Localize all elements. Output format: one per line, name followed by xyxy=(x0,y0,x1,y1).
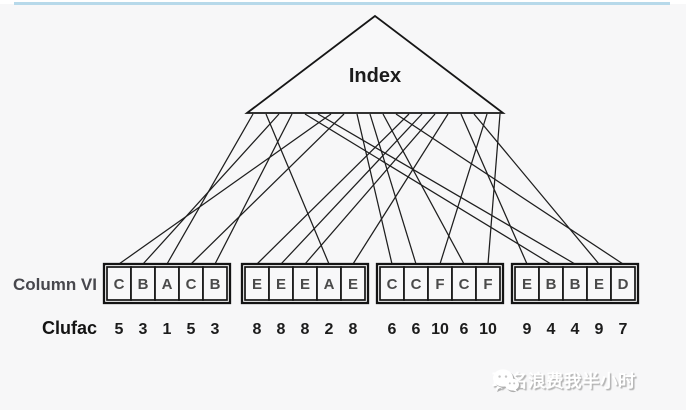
index-pointer-line xyxy=(395,113,624,265)
clufac-value: 8 xyxy=(253,321,262,338)
clufac-value: 10 xyxy=(479,321,497,338)
cell-letter: C xyxy=(387,276,398,293)
clufac-value: 3 xyxy=(211,321,220,338)
cell-letter: E xyxy=(252,276,262,293)
cell-letter: B xyxy=(138,276,149,293)
cell xyxy=(379,266,405,301)
clufac-value: 4 xyxy=(571,321,580,338)
watermark: 取名浪费我半小时 xyxy=(492,368,636,393)
index-pointer-line xyxy=(356,113,393,265)
index-pointer-line xyxy=(439,113,488,265)
cell-letter: E xyxy=(522,276,532,293)
clufac-value: 3 xyxy=(139,321,148,338)
index-pointer-line xyxy=(142,113,280,265)
cell-letter: E xyxy=(348,276,358,293)
index-pointer-line xyxy=(190,113,345,265)
cell xyxy=(178,266,204,301)
index-pointer-line xyxy=(118,113,332,265)
index-pointer-line xyxy=(473,113,600,265)
cell-letter: B xyxy=(570,276,581,293)
clufac-value: 6 xyxy=(460,321,469,338)
cell-letter: B xyxy=(210,276,221,293)
index-title: Index xyxy=(349,65,401,87)
cell-letter: C xyxy=(459,276,470,293)
cell xyxy=(610,266,636,301)
cell-letter: B xyxy=(546,276,557,293)
clufac-value: 4 xyxy=(547,321,556,338)
index-pointer-line xyxy=(280,113,423,265)
connection-lines xyxy=(118,113,624,265)
index-pointer-line xyxy=(382,113,465,265)
clufac-value: 10 xyxy=(431,321,449,338)
cell xyxy=(427,266,453,301)
top-accent-bar xyxy=(14,2,670,5)
index-pointer-line xyxy=(352,113,449,265)
clufac-value: 2 xyxy=(325,321,334,338)
cell-letter: E xyxy=(594,276,604,293)
cell-letter: E xyxy=(300,276,310,293)
cell xyxy=(475,266,501,301)
wechat-icon xyxy=(493,369,521,393)
cell xyxy=(340,266,366,301)
clufac-value: 1 xyxy=(163,321,172,338)
index-pointer-line xyxy=(369,113,417,265)
index-pointer-line xyxy=(265,113,330,265)
index-pointer-line xyxy=(256,113,410,265)
clufac-value: 9 xyxy=(595,321,604,338)
cell-letter: F xyxy=(483,276,492,293)
cell-letter: C xyxy=(114,276,125,293)
cell xyxy=(292,266,318,301)
clufac-row-label: Clufac xyxy=(42,318,97,338)
cell xyxy=(586,266,612,301)
cell xyxy=(316,266,342,301)
cell-letter: A xyxy=(324,276,335,293)
index-pointer-line xyxy=(487,113,501,265)
cell xyxy=(538,266,564,301)
cell-letter: C xyxy=(186,276,197,293)
cell-letter: F xyxy=(435,276,444,293)
index-pointer-line xyxy=(317,113,576,265)
clufac-value: 5 xyxy=(115,321,124,338)
cell-letter: C xyxy=(411,276,422,293)
clufac-value: 8 xyxy=(301,321,310,338)
index-pointer-line xyxy=(214,113,293,265)
cell xyxy=(130,266,156,301)
column-row-label: Column VI xyxy=(13,275,97,294)
cell-letter: A xyxy=(162,276,173,293)
index-pointer-line xyxy=(166,113,254,265)
cell-letter: E xyxy=(276,276,286,293)
cell xyxy=(403,266,429,301)
cell xyxy=(202,266,228,301)
clufac-value: 9 xyxy=(523,321,532,338)
clufac-value: 8 xyxy=(277,321,286,338)
cell-letter: D xyxy=(618,276,629,293)
index-pointer-line xyxy=(304,113,552,265)
cell xyxy=(244,266,270,301)
clufac-value: 8 xyxy=(349,321,358,338)
clufac-value: 6 xyxy=(388,321,397,338)
clufac-value: 7 xyxy=(619,321,628,338)
index-triangle xyxy=(244,14,506,114)
clufac-value: 5 xyxy=(187,321,196,338)
index-pointer-line xyxy=(304,113,436,265)
cell xyxy=(514,266,540,301)
watermark-text: 取名浪费我半小时 xyxy=(492,371,636,391)
clufac-value: 6 xyxy=(412,321,421,338)
cell xyxy=(268,266,294,301)
